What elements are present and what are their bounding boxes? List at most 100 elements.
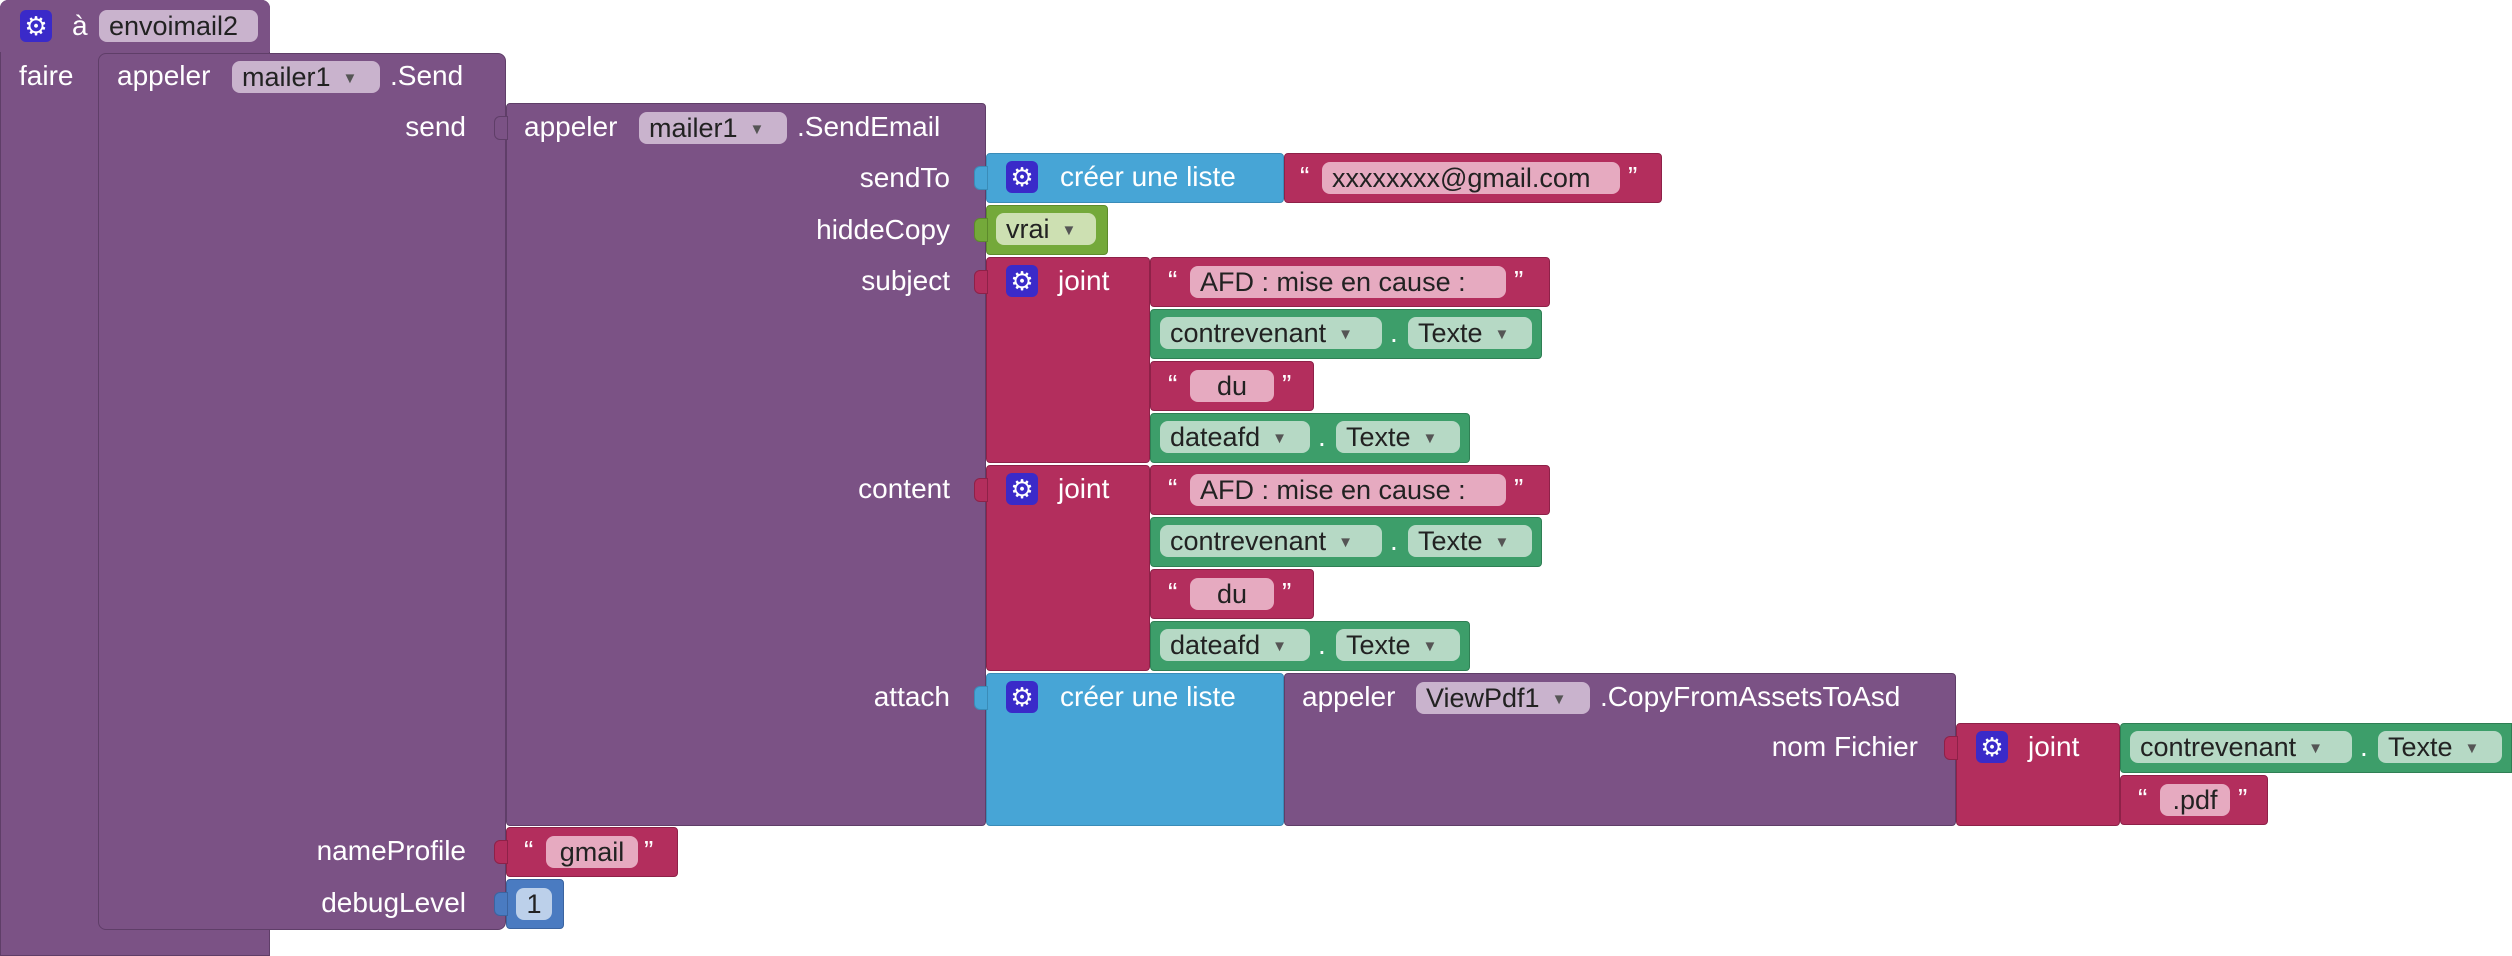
open-quote: “ [1168,369,1178,400]
text-value[interactable]: .pdf [2160,784,2230,816]
dot-separator: . [1390,525,1398,556]
open-quote: “ [524,835,534,866]
chevron-down-icon: ▼ [1272,430,1287,447]
send-method-name: .Send [390,60,464,91]
chevron-down-icon: ▼ [1551,691,1567,708]
close-quote: ” [1628,161,1638,192]
chevron-down-icon: ▼ [1338,326,1353,343]
open-quote: “ [1300,161,1310,192]
component-name: dateafd [1170,422,1261,452]
copy-component-name: ViewPdf1 [1426,683,1540,713]
copy-method-name: .CopyFromAssetsToAsd [1600,681,1901,712]
send-call-block[interactable] [98,53,506,930]
property-name: Texte [2388,732,2453,762]
list-sendto-label: créer une liste [1060,161,1236,192]
component-dropdown[interactable]: dateafd ▼ [1160,421,1310,453]
chevron-down-icon: ▼ [2464,740,2480,757]
sendemail-method-name: .SendEmail [797,111,941,142]
param-label-nom-fichier: nom Fichier [1771,731,1918,762]
copy-component-dropdown[interactable]: ViewPdf1 ▼ [1416,682,1590,714]
close-quote: ” [644,835,654,866]
gear-icon[interactable]: ⚙ [1976,731,2008,763]
property-dropdown[interactable]: Texte ▼ [1336,629,1460,661]
close-quote: ” [1282,577,1292,608]
connector-tab [974,166,988,190]
open-quote: “ [1168,265,1178,296]
gear-icon[interactable]: ⚙ [1006,681,1038,713]
text-value[interactable]: du [1190,370,1274,402]
sendemail-component-dropdown[interactable]: mailer1 ▼ [639,112,787,144]
gear-icon[interactable]: ⚙ [1006,473,1038,505]
sendemail-component-name: mailer1 [649,113,738,143]
joint-file-label: joint [2028,731,2080,762]
copy-call-block[interactable] [1284,673,1956,826]
param-label-hiddeCopy: hiddeCopy [816,214,950,245]
text-value[interactable]: AFD : mise en cause : [1190,266,1506,298]
property-dropdown[interactable]: Texte ▼ [1408,317,1532,349]
send-component-name: mailer1 [242,62,331,92]
list-attach-label: créer une liste [1060,681,1236,712]
param-label-subject: subject [861,265,950,296]
close-quote: ” [1514,473,1524,504]
chevron-down-icon: ▼ [749,121,765,138]
connector-tab [494,840,508,864]
event-keyword-faire: faire [19,60,74,91]
chevron-down-icon: ▼ [1061,222,1077,239]
connector-tab [974,686,988,710]
sendemail-call-block[interactable] [506,103,986,826]
joint-subject-label: joint [1058,265,1110,296]
chevron-down-icon: ▼ [2308,740,2323,757]
chevron-down-icon: ▼ [1422,638,1438,655]
send-component-dropdown[interactable]: mailer1▼ [232,61,380,93]
bool-value: vrai [1006,214,1050,244]
open-quote: “ [1168,473,1178,504]
joint-content-label: joint [1058,473,1110,504]
number-value[interactable]: 1 [516,888,552,920]
close-quote: ” [2238,783,2248,814]
param-label-send: send [405,111,466,142]
event-name-field[interactable]: envoimail2 [99,10,258,42]
open-quote: “ [1168,577,1178,608]
property-name: Texte [1418,526,1483,556]
connector-tab [494,892,508,916]
param-label-sendTo: sendTo [859,162,950,193]
property-dropdown[interactable]: Texte ▼ [1408,525,1532,557]
chevron-down-icon: ▼ [1338,534,1353,551]
component-name: dateafd [1170,630,1261,660]
component-dropdown[interactable]: dateafd ▼ [1160,629,1310,661]
property-dropdown[interactable]: Texte▼ [1336,421,1460,453]
text-value[interactable]: AFD : mise en cause : [1190,474,1506,506]
component-dropdown[interactable]: contrevenant▼ [2130,731,2352,763]
chevron-down-icon: ▼ [1494,326,1510,343]
component-dropdown[interactable]: contrevenant ▼ [1160,317,1382,349]
copy-call-keyword: appeler [1302,681,1396,712]
sendemail-keyword: appeler [524,111,618,142]
connector-tab [974,270,988,294]
text-value[interactable]: du [1190,578,1274,610]
gear-icon[interactable]: ⚙ [1006,161,1038,193]
param-label-attach: attach [873,681,950,712]
chevron-down-icon: ▼ [1272,638,1287,655]
close-quote: ” [1514,265,1524,296]
connector-tab [1944,736,1958,760]
gear-icon[interactable]: ⚙ [20,10,52,42]
close-quote: ” [1282,369,1292,400]
text-profile-value[interactable]: gmail [546,836,638,868]
property-name: Texte [1346,422,1411,452]
chevron-down-icon: ▼ [1494,534,1510,551]
component-dropdown[interactable]: contrevenant▼ [1160,525,1382,557]
component-name: contrevenant [1170,318,1327,348]
connector-tab [974,478,988,502]
gear-icon[interactable]: ⚙ [1006,265,1038,297]
event-name: envoimail2 [109,11,239,41]
text-sendto-value[interactable]: xxxxxxxx@gmail.com [1322,162,1620,194]
bool-dropdown[interactable]: vrai ▼ [996,213,1096,245]
event-keyword-a: à [72,10,88,41]
send-call-keyword: appeler [117,60,211,91]
connector-tab [974,218,988,242]
dot-separator: . [2360,731,2368,762]
param-label-debugLevel: debugLevel [321,887,466,918]
property-dropdown[interactable]: Texte ▼ [2378,731,2502,763]
property-name: Texte [1418,318,1483,348]
property-name: Texte [1346,630,1411,660]
